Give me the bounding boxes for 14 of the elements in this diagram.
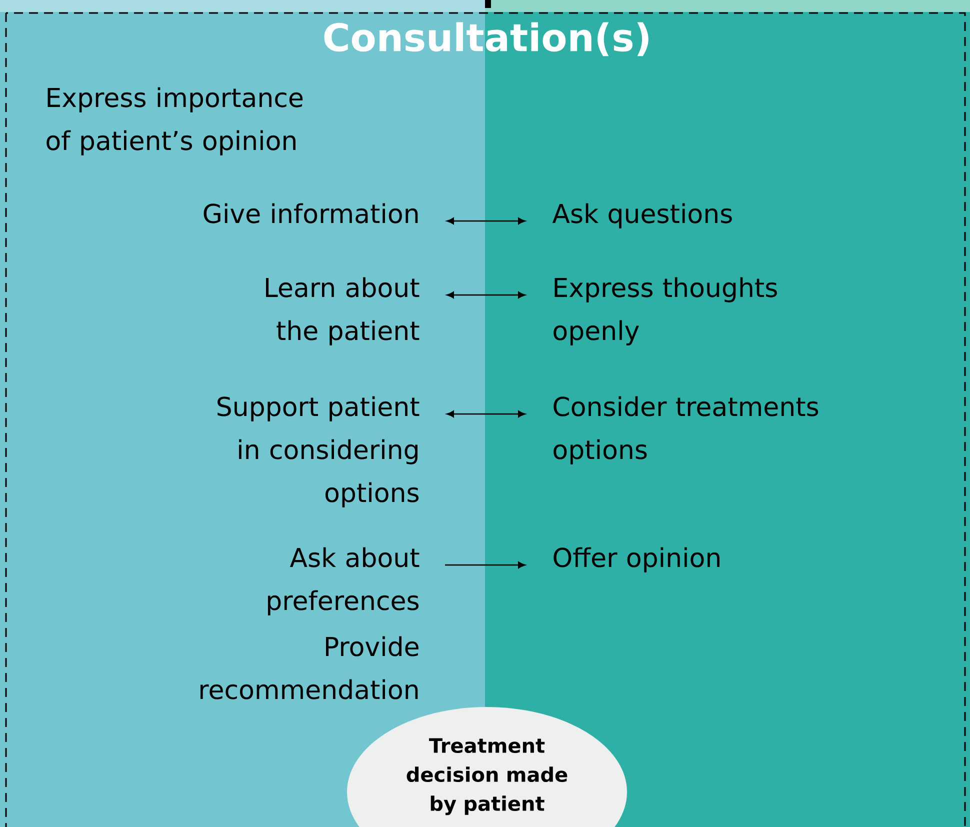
arrow <box>446 218 526 224</box>
arrow <box>446 292 526 298</box>
arrow <box>446 410 526 418</box>
role-text: Offer opinion <box>554 547 720 572</box>
role-text: Give information <box>204 203 418 224</box>
arrow <box>445 562 526 568</box>
role-text: Express thoughts openly <box>554 277 777 346</box>
role-text: Consider treatments options <box>554 396 818 464</box>
role-text: Learn about the patient <box>266 277 420 346</box>
role-text: Ask questions <box>552 203 732 228</box>
role-text: Ask about preferences <box>268 547 420 616</box>
note-text: Provide recommendation <box>200 636 418 700</box>
role-text: Support patient in considering options <box>218 396 420 508</box>
note-text: Express importance of patient’s opinion <box>46 87 303 156</box>
